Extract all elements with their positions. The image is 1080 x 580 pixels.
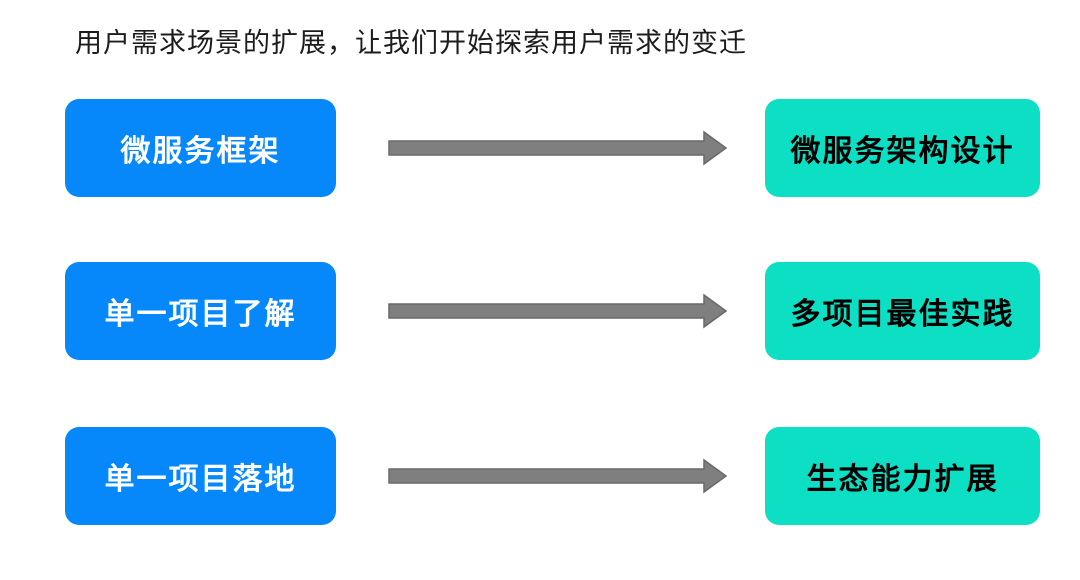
flow-row-3: 单一项目落地 生态能力扩展 (0, 427, 1080, 525)
target-node-3: 生态能力扩展 (765, 427, 1040, 525)
flow-row-1: 微服务框架 微服务架构设计 (0, 99, 1080, 197)
flow-row-2: 单一项目了解 多项目最佳实践 (0, 262, 1080, 360)
arrow-right-icon (388, 458, 728, 494)
source-node-3: 单一项目落地 (65, 427, 336, 525)
source-node-2: 单一项目了解 (65, 262, 336, 360)
arrow-right-icon (388, 293, 728, 329)
arrow-right-icon (388, 130, 728, 166)
target-node-1: 微服务架构设计 (765, 99, 1040, 197)
target-node-2: 多项目最佳实践 (765, 262, 1040, 360)
slide-title: 用户需求场景的扩展，让我们开始探索用户需求的变迁 (75, 28, 747, 58)
source-node-1: 微服务框架 (65, 99, 336, 197)
